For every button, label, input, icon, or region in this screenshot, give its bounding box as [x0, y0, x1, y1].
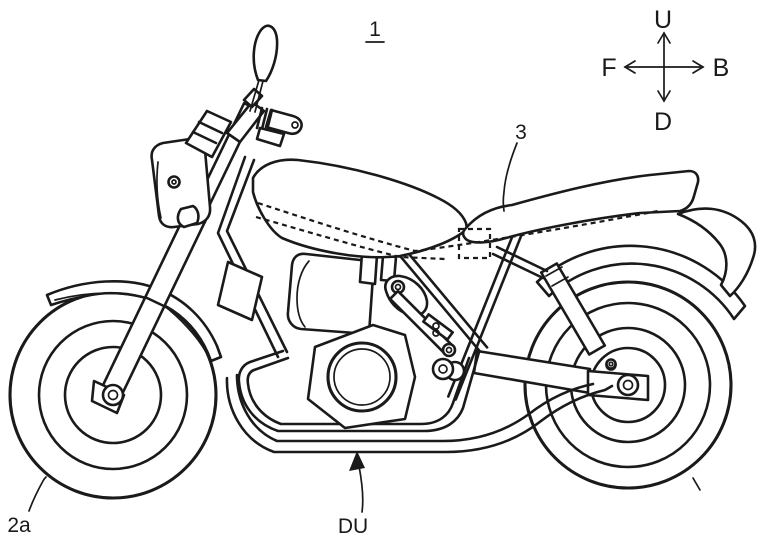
- handlebar: [255, 106, 303, 148]
- rear-fender: [535, 244, 747, 321]
- leader-line-front-tire: [28, 476, 47, 512]
- compass-rose: U D F B: [601, 6, 729, 136]
- seat-ref-label: 3: [515, 121, 527, 144]
- rear-wheel: [523, 280, 733, 490]
- down-unit-ref-label: DU: [338, 515, 368, 538]
- linkage-assembly: [384, 274, 466, 382]
- brake-lever-bracket: [255, 126, 286, 148]
- shock-bolt: [605, 358, 617, 370]
- instrument-cluster: [184, 109, 233, 159]
- crankcase: [306, 323, 417, 430]
- rear-shock: [539, 262, 607, 356]
- compass-front-label: F: [601, 54, 616, 82]
- front-axle: [101, 383, 125, 407]
- engine-unit: [286, 251, 417, 430]
- crankcase-cover: [326, 341, 398, 413]
- leader-line-seat: [502, 142, 518, 212]
- hidden-lines: [255, 201, 659, 261]
- seat: [461, 169, 700, 244]
- frame-bracket-panel: [216, 260, 264, 322]
- compass-up-label: U: [654, 6, 672, 34]
- frame-downtube: [216, 155, 289, 359]
- figure-number-label: 1: [369, 18, 381, 41]
- fuel-tank: [251, 158, 469, 259]
- front-wheel: [8, 290, 218, 500]
- turn-signal: [176, 204, 200, 229]
- frame-cradle: [237, 349, 481, 433]
- mirror: [249, 24, 279, 113]
- du-arrow: [349, 451, 365, 513]
- front-sprocket: [431, 357, 455, 381]
- front-tire-ref-label: 2a: [7, 514, 31, 537]
- underguard: [225, 373, 614, 454]
- headlight: [150, 137, 212, 229]
- hidden-component-box: [457, 227, 492, 260]
- tail-flap: [676, 207, 757, 298]
- leader-stub-rear-tire: [692, 477, 701, 491]
- reference-labels: 1 3 2a DU: [7, 18, 527, 538]
- swingarm: [472, 349, 650, 402]
- compass-down-label: D: [654, 108, 672, 136]
- compass-back-label: B: [713, 54, 730, 82]
